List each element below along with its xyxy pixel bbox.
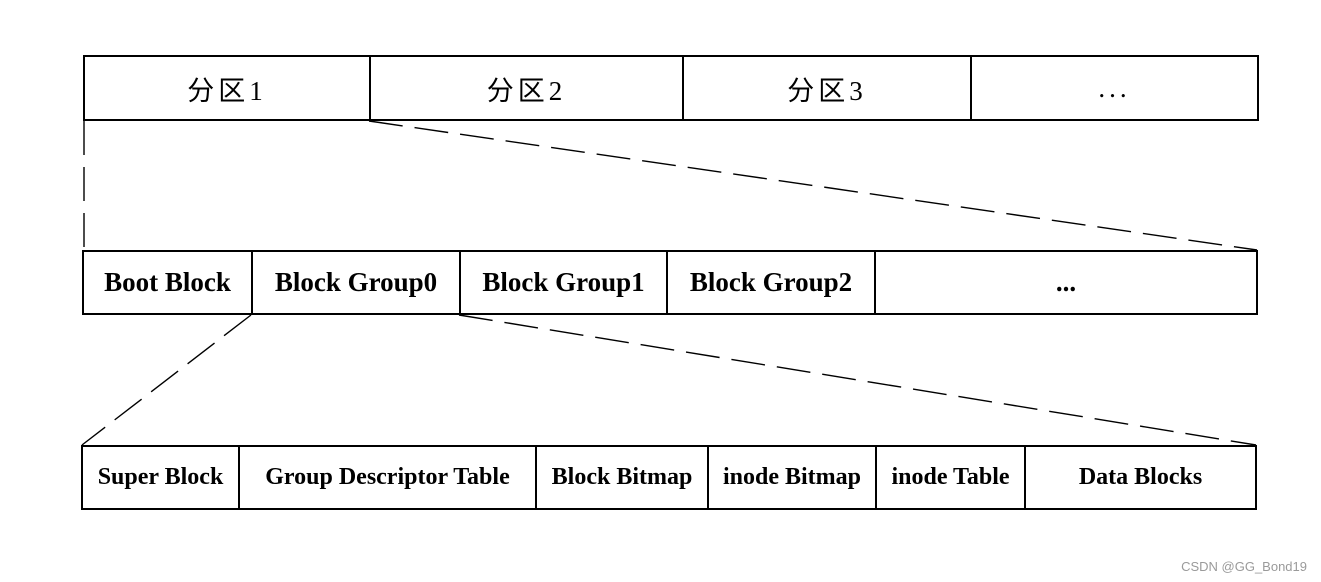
blockgroup-zoom-right-line bbox=[458, 314, 1257, 446]
partition-1-cell: 分区1 bbox=[85, 57, 371, 119]
watermark-text: CSDN @GG_Bond19 bbox=[1181, 559, 1307, 574]
group-descriptor-table-cell: Group Descriptor Table bbox=[240, 447, 537, 508]
partition-3-cell: 分区3 bbox=[684, 57, 972, 119]
boot-block-cell: Boot Block bbox=[84, 252, 253, 313]
block-bitmap-cell: Block Bitmap bbox=[537, 447, 709, 508]
data-blocks-cell: Data Blocks bbox=[1078, 464, 1203, 490]
disk-partitions-row: 分区1 分区2 分区3 ... bbox=[83, 55, 1259, 121]
partition-2-cell: 分区2 bbox=[371, 57, 684, 119]
partition-zoom-right-line bbox=[368, 120, 1258, 251]
block-group0-cell: Block Group0 bbox=[253, 252, 461, 313]
partition-layout-row: Boot Block Block Group0 Block Group1 Blo… bbox=[82, 250, 1258, 315]
blockgroup-zoom-left-line bbox=[81, 314, 252, 446]
inode-bitmap-cell: inode Bitmap bbox=[709, 447, 877, 508]
partition-more-cell: ... bbox=[1098, 72, 1131, 103]
block-group-layout-row: Super Block Group Descriptor Table Block… bbox=[81, 445, 1257, 510]
block-group-more-cell: ... bbox=[1055, 267, 1077, 297]
block-group2-cell: Block Group2 bbox=[668, 252, 876, 313]
inode-table-cell: inode Table bbox=[877, 447, 1026, 508]
super-block-cell: Super Block bbox=[83, 447, 240, 508]
block-group1-cell: Block Group1 bbox=[461, 252, 668, 313]
